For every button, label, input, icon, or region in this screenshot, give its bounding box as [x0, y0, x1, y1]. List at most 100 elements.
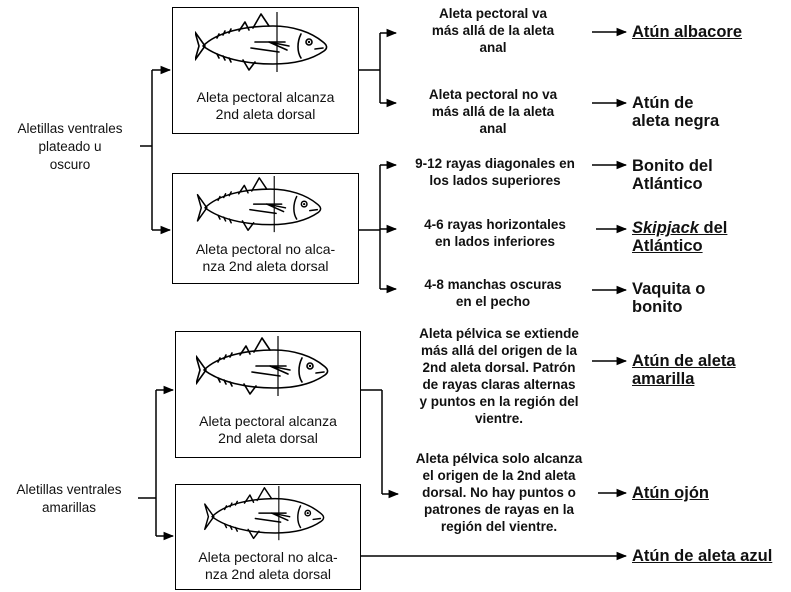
root-line: oscuro	[0, 156, 140, 174]
result-line: Atún de aleta azul	[632, 547, 772, 565]
fish-pupil	[307, 512, 309, 514]
fish-outline-part	[315, 48, 323, 49]
criterion-line: 4-8 manchas oscuras	[398, 276, 588, 293]
fish-outline-part	[218, 353, 232, 362]
fish-outline-part	[244, 384, 256, 394]
criterion-line: Aleta pectoral no va	[398, 86, 588, 103]
result-little-tunny: Vaquita o bonito	[632, 280, 705, 316]
root-line: Aletillas ventrales	[0, 481, 138, 499]
root-silver: Aletillas ventrales plateado u oscuro	[0, 120, 140, 174]
skipjack-italic: Skipjack	[632, 219, 699, 237]
skipjack-rest: del	[699, 219, 727, 237]
fish-outline-part	[299, 358, 302, 382]
result-line: Atún ojón	[632, 484, 709, 502]
result-line: Atlántico	[632, 175, 713, 193]
result-skipjack: Skipjack del Atlántico	[632, 219, 727, 255]
box-caption: Aleta pectoral no alca-	[176, 549, 360, 566]
tuna-fish-icon	[196, 336, 336, 398]
result-blackfin: Atún de aleta negra	[632, 94, 719, 130]
box-caption: Aleta pectoral no alca-	[173, 241, 358, 258]
result-line-skipjack: Skipjack del	[632, 219, 727, 237]
fish-outline-part	[267, 204, 286, 211]
tuna-fish-icon	[195, 12, 335, 74]
root-line: amarillas	[0, 499, 138, 517]
result-bigeye: Atún ojón	[632, 484, 709, 502]
criterion-line: anal	[398, 39, 588, 56]
root-yellow: Aletillas ventrales amarillas	[0, 481, 138, 517]
fish-outline-part	[240, 346, 250, 355]
fish-outline-part	[217, 29, 231, 38]
box-pectoral-not-reaches-2: Aleta pectoral no alca- nza 2nd aleta do…	[175, 484, 361, 590]
result-line: amarilla	[632, 370, 736, 388]
criterion-line: 4-6 rayas horizontales	[398, 216, 592, 233]
criterion-pelvic-extends: Aleta pélvica se extiende más allá del o…	[402, 325, 596, 427]
result-line: Atún de aleta	[632, 352, 736, 370]
criterion-line: en lados inferiores	[398, 233, 592, 250]
criterion-line: más allá de la aleta	[398, 103, 588, 120]
fish-outline-part	[270, 366, 290, 374]
criterion-diagonal-stripes: 9-12 rayas diagonales en los lados super…	[398, 155, 592, 189]
criterion-pelvic-reaches-only: Aleta pélvica solo alcanza el origen de …	[402, 450, 596, 535]
box-caption: nza 2nd aleta dorsal	[173, 258, 358, 275]
tuna-fish-icon	[198, 486, 338, 542]
box-pectoral-reaches-2: Aleta pectoral alcanza 2nd aleta dorsal	[175, 331, 361, 458]
box-pectoral-not-reaches-1: Aleta pectoral no alca- nza 2nd aleta do…	[172, 173, 359, 284]
criterion-line: el origen de la 2nd aleta	[402, 467, 596, 484]
result-atlantic-bonito: Bonito del Atlántico	[632, 157, 713, 193]
result-line: Bonito del	[632, 157, 713, 175]
fish-pupil	[303, 203, 305, 205]
fish-pupil	[309, 365, 311, 367]
box-caption: Aleta pectoral alcanza	[173, 89, 358, 106]
result-line: aleta negra	[632, 112, 719, 130]
box-caption: nza 2nd aleta dorsal	[176, 566, 360, 583]
root-line: plateado u	[0, 138, 140, 156]
box-caption: 2nd aleta dorsal	[173, 106, 358, 123]
fish-outline-part	[243, 60, 255, 70]
box-caption: 2nd aleta dorsal	[176, 430, 360, 447]
criterion-line: más allá del origen de la	[402, 342, 596, 359]
criterion-horizontal-stripes: 4-6 rayas horizontales en lados inferior…	[398, 216, 592, 250]
criterion-line: dorsal. No hay puntos o	[402, 484, 596, 501]
result-albacore: Atún albacore	[632, 23, 742, 41]
tuna-fish-icon	[193, 176, 333, 234]
fish-outline-part	[294, 197, 297, 219]
result-line: Atún albacore	[632, 23, 742, 41]
fish-outline-part	[298, 34, 301, 58]
criterion-line: anal	[398, 120, 588, 137]
criterion-line: los lados superiores	[398, 172, 592, 189]
criterion-line: Aleta pectoral va	[398, 5, 588, 22]
result-yellowfin: Atún de aleta amarilla	[632, 352, 736, 388]
fish-pupil	[308, 41, 310, 43]
fish-outline-part	[225, 501, 238, 509]
criterion-line: vientre.	[402, 410, 596, 427]
criterion-line: en el pecho	[398, 293, 588, 310]
criterion-line: y puntos en la región del	[402, 393, 596, 410]
fish-outline-part	[313, 519, 320, 520]
box-pectoral-reaches-1: Aleta pectoral alcanza 2nd aleta dorsal	[172, 7, 359, 134]
fish-outline-part	[248, 529, 259, 538]
criterion-line: 2nd aleta dorsal. Patrón	[402, 359, 596, 376]
fish-outline-part	[242, 221, 253, 230]
root-line: Aletillas ventrales	[0, 120, 140, 138]
criterion-line: más allá de la aleta	[398, 22, 588, 39]
result-bluefin: Atún de aleta azul	[632, 547, 772, 565]
result-line: bonito	[632, 298, 705, 316]
fish-outline-part	[298, 506, 301, 528]
criterion-line: de rayas claras alternas	[402, 376, 596, 393]
criterion-line: región del vientre.	[402, 518, 596, 535]
criterion-line: Aleta pélvica solo alcanza	[402, 450, 596, 467]
fish-outline-part	[239, 22, 249, 31]
fish-outline-part	[245, 495, 254, 503]
result-line: Vaquita o	[632, 280, 705, 298]
criterion-pectoral-beyond-anal: Aleta pectoral va más allá de la aleta a…	[398, 5, 588, 56]
fish-outline-part	[218, 192, 231, 200]
result-line: Atlántico	[632, 237, 727, 255]
fish-outline-part	[310, 210, 317, 211]
result-line: Atún de	[632, 94, 719, 112]
criterion-line: 9-12 rayas diagonales en	[398, 155, 592, 172]
fish-outline-part	[272, 513, 290, 520]
criterion-line: patrones de rayas en la	[402, 501, 596, 518]
criterion-line: Aleta pélvica se extiende	[402, 325, 596, 342]
fish-outline-part	[239, 185, 248, 193]
fish-outline-part	[316, 372, 324, 373]
